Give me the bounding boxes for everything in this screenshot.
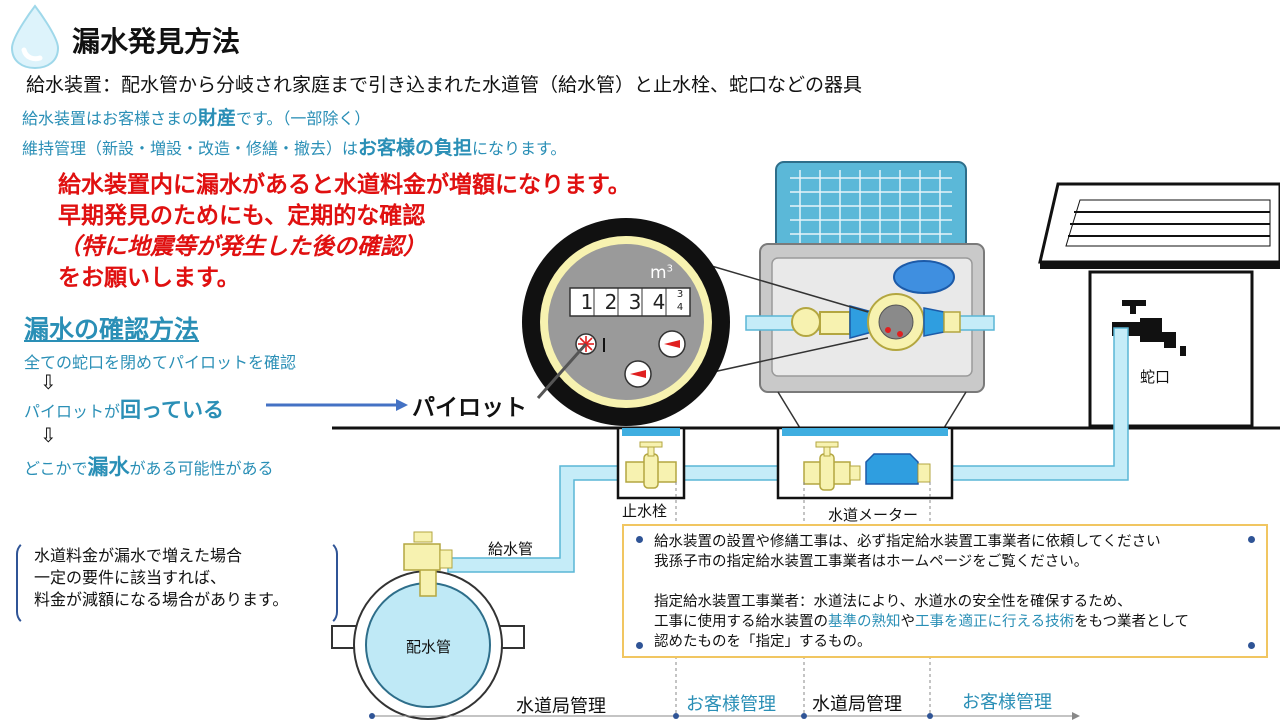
meter-digit: 1	[580, 290, 594, 314]
stopcock-label: 止水栓	[622, 502, 668, 520]
warning-text: 給水装置内に漏水があると水道料金が増額になります。 早期発見のためにも、定期的な…	[58, 172, 631, 291]
meter-underground-box	[776, 426, 954, 500]
house-roof-illustration	[1038, 182, 1280, 428]
meter-digit: 2	[604, 290, 618, 314]
corner-dot	[1248, 642, 1255, 649]
faucet-icon	[1112, 300, 1186, 356]
check-step-3: どこかで漏水がある可能性がある	[24, 455, 274, 479]
meter-dial-illustration	[522, 218, 730, 426]
reduction-note: 水道料金が漏水で増えた場合一定の要件に該当すれば、料金が減額になる場合があります…	[34, 546, 289, 609]
definition-text: 給水装置：配水管から分岐され家庭まで引き込まれた水道管（給水管）と止水栓、蛇口な…	[26, 74, 863, 96]
down-arrow-icon: ⇩	[40, 423, 57, 447]
contractor-info-box	[622, 524, 1268, 658]
down-arrow-icon: ⇩	[40, 370, 57, 394]
meter-digit: 4	[652, 290, 666, 314]
mgmt-bureau-2: 水道局管理	[812, 694, 902, 715]
water-drop-icon	[10, 4, 60, 70]
corner-dot	[636, 536, 643, 543]
meter-box-illustration	[745, 161, 995, 429]
check-step-2: パイロットが回っている	[24, 398, 224, 422]
meter-unit: m3	[650, 263, 673, 283]
mgmt-bureau-1: 水道局管理	[516, 696, 606, 717]
main-pipe-illustration	[331, 531, 525, 720]
meter-label: 水道メーター	[828, 506, 919, 524]
burden-line: 維持管理（新設・増設・改造・修繕・撤去）はお客様の負担になります。	[22, 137, 567, 159]
main-pipe-label: 配水管	[406, 638, 452, 656]
reduction-note-bracket	[16, 540, 338, 626]
right-arrow-icon	[266, 399, 408, 411]
page-title: 漏水発見方法	[72, 25, 241, 58]
supply-pipe-label: 給水管	[488, 540, 534, 558]
property-line: 給水装置はお客様さまの財産です。（一部除く）	[22, 107, 371, 129]
meter-digit: 3	[628, 290, 642, 314]
corner-dot	[636, 642, 643, 649]
corner-dot	[1248, 536, 1255, 543]
faucet-label: 蛇口	[1140, 368, 1171, 386]
pilot-label: パイロット	[412, 395, 527, 421]
stopcock-box	[616, 426, 686, 500]
check-method-heading: 漏水の確認方法	[24, 315, 200, 344]
check-step-1: 全ての蛇口を閉めてパイロットを確認	[24, 353, 297, 372]
contractor-info-text: 給水装置の設置や修繕工事は、必ず指定給水装置工事業者に依頼してください 我孫子市…	[654, 534, 1190, 650]
mgmt-customer-1: お客様管理	[686, 694, 776, 715]
mgmt-customer-2: お客様管理	[962, 692, 1052, 713]
